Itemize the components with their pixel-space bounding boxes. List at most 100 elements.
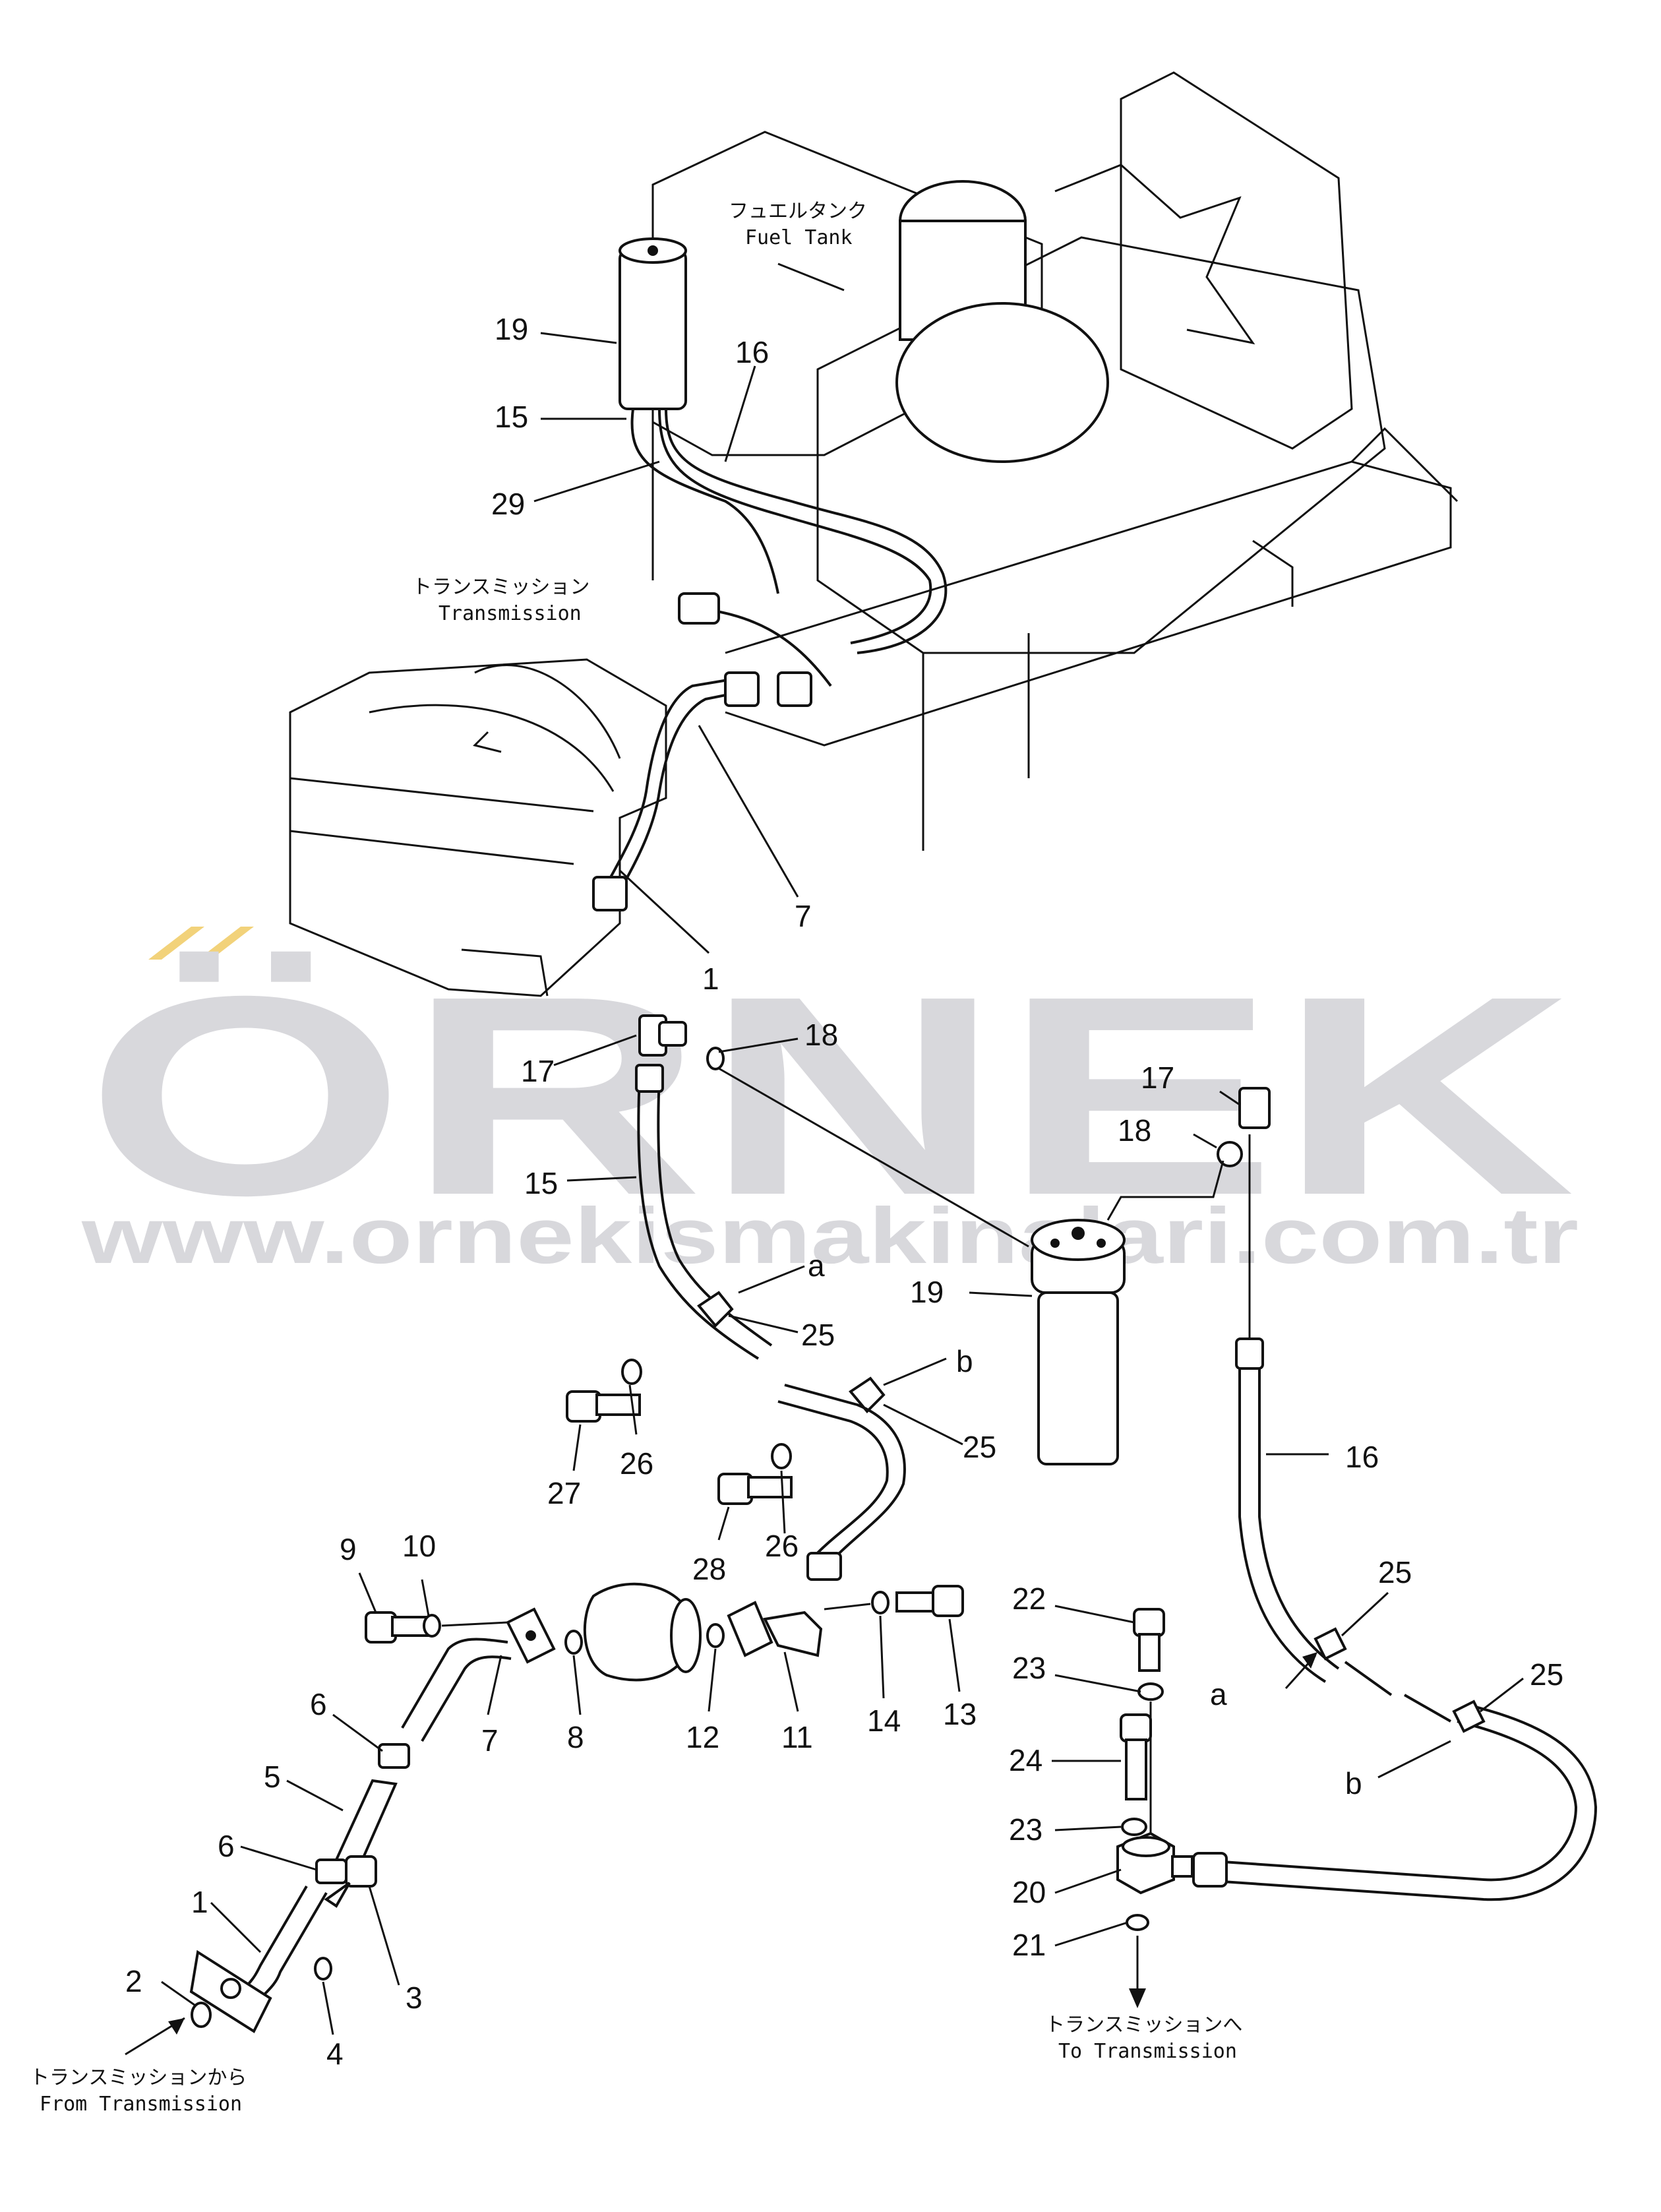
clamp-25-c xyxy=(1314,1627,1347,1661)
callout-25-b: 25 xyxy=(963,1430,996,1464)
washer-26-a xyxy=(621,1359,642,1385)
frame-rail xyxy=(725,460,1452,747)
callout-25-d: 25 xyxy=(1530,1657,1563,1692)
flange-11 xyxy=(727,1601,773,1657)
callout-6-a: 6 xyxy=(310,1687,327,1721)
leader-lines-right xyxy=(1052,1591,1524,1947)
filter-19 xyxy=(1037,1291,1119,1465)
callout-22: 22 xyxy=(1012,1582,1046,1616)
callout-1-top: 1 xyxy=(702,962,719,996)
callout-15-mid: 15 xyxy=(524,1166,558,1200)
hose-15 xyxy=(637,1074,760,1360)
from-transmission-caption-jp: トランスミッションから xyxy=(30,2066,247,2089)
transmission-caption-jp: トランスミッション xyxy=(412,576,589,599)
air-cleaner-body xyxy=(895,302,1109,463)
tube-7 xyxy=(401,1638,508,1729)
callout-10: 10 xyxy=(402,1529,436,1563)
washer-10 xyxy=(423,1614,441,1638)
engine-block xyxy=(816,236,1386,654)
callout-4: 4 xyxy=(326,2037,344,2071)
clamp-25-d xyxy=(1452,1700,1486,1733)
callout-24: 24 xyxy=(1009,1743,1042,1777)
fitting-6-b xyxy=(315,1859,347,1884)
callout-19-top: 19 xyxy=(495,312,528,346)
watermark-accent-left xyxy=(148,927,204,960)
clamp-25-a xyxy=(697,1291,734,1328)
callout-20: 20 xyxy=(1012,1875,1046,1909)
hose-16 xyxy=(1238,1352,1327,1683)
watermark-accent-right xyxy=(198,927,254,960)
washer-14 xyxy=(871,1591,890,1614)
transmission-case xyxy=(289,658,667,997)
callout-19-mid: 19 xyxy=(910,1275,944,1309)
callout-25-c: 25 xyxy=(1378,1555,1412,1589)
callout-27: 27 xyxy=(547,1476,581,1510)
watermark-url: www.ornekismakinalari.com.tr xyxy=(81,1192,1579,1280)
washer-23-b xyxy=(1121,1818,1147,1836)
right-lower-parts xyxy=(1116,1608,1598,2008)
o-ring-2 xyxy=(191,2002,212,2028)
callout-23-a: 23 xyxy=(1012,1651,1046,1685)
hose-upper-15 xyxy=(630,408,779,594)
bolt-22 xyxy=(1133,1608,1165,1637)
transmission-caption-en: Transmission xyxy=(438,602,582,625)
callout-8: 8 xyxy=(567,1720,584,1754)
callout-7-bot: 7 xyxy=(481,1723,498,1758)
bolt-28 xyxy=(717,1473,753,1505)
washer-4 xyxy=(314,1957,332,1981)
callout-labels: 19 15 29 16 7 1 17 18 15 a 25 b 25 27 26… xyxy=(125,312,1563,2071)
middle-parts xyxy=(566,1014,1340,1683)
bolt-13 xyxy=(895,1591,938,1613)
callout-21: 21 xyxy=(1012,1928,1046,1962)
callout-18-right: 18 xyxy=(1118,1113,1151,1148)
hose-upper-16 xyxy=(665,408,948,654)
to-transmission-caption-en: To Transmission xyxy=(1058,2040,1237,2063)
leader-lines-lower xyxy=(161,1572,961,2035)
to-transmission-caption-jp: トランスミッションへ xyxy=(1045,2013,1242,2037)
callout-18-left: 18 xyxy=(804,1018,838,1052)
callout-16-top: 16 xyxy=(735,335,769,369)
bolt-24 xyxy=(1120,1713,1152,1742)
callout-b-left: b xyxy=(956,1344,973,1378)
o-ring-18-right xyxy=(1217,1141,1243,1167)
callout-7-top: 7 xyxy=(795,899,812,933)
from-transmission-caption-en: From Transmission xyxy=(40,2093,242,2116)
o-ring-21 xyxy=(1126,1914,1149,1931)
callout-1-bot: 1 xyxy=(191,1885,208,1919)
washer-23-a xyxy=(1137,1682,1164,1701)
leader-lines-upper xyxy=(533,262,845,954)
callout-29: 29 xyxy=(491,487,525,521)
watermark-brand: ÖRNEK xyxy=(85,938,1575,1254)
callout-28: 28 xyxy=(692,1552,726,1586)
callout-b-right: b xyxy=(1345,1766,1362,1800)
bolt-3 xyxy=(345,1855,377,1888)
fitting-6-a xyxy=(378,1743,410,1769)
o-ring-12 xyxy=(706,1623,725,1648)
callout-6-b: 6 xyxy=(218,1829,235,1863)
callout-a-left: a xyxy=(808,1248,825,1283)
hose-5 xyxy=(334,1779,398,1868)
callout-9: 9 xyxy=(340,1532,357,1566)
callout-2: 2 xyxy=(125,1964,142,1998)
fuel-tank-caption-jp: フュエルタンク xyxy=(729,200,867,223)
callout-16-mid: 16 xyxy=(1345,1440,1379,1474)
washer-26-b xyxy=(771,1443,792,1469)
callout-25-a: 25 xyxy=(801,1318,835,1352)
callout-a-right: a xyxy=(1210,1677,1227,1711)
elbow-fitting-17-right xyxy=(1238,1087,1271,1129)
o-ring-18-left xyxy=(706,1047,725,1070)
fuel-tank-caption-en: Fuel Tank xyxy=(745,226,853,249)
hose-16-lower xyxy=(1193,1720,1578,1882)
callout-12: 12 xyxy=(686,1720,719,1754)
elbow-11 xyxy=(763,1611,823,1657)
callout-26-a: 26 xyxy=(620,1446,653,1481)
callout-14: 14 xyxy=(867,1704,901,1738)
watermark: ÖRNEK www.ornekismakinalari.com.tr xyxy=(81,927,1579,1280)
o-ring-8 xyxy=(564,1630,583,1655)
callout-26-b: 26 xyxy=(765,1529,799,1563)
callout-3: 3 xyxy=(406,1981,423,2015)
clamp-25-b xyxy=(849,1376,886,1413)
tube-1 xyxy=(246,1885,308,1986)
callout-11: 11 xyxy=(781,1720,813,1754)
